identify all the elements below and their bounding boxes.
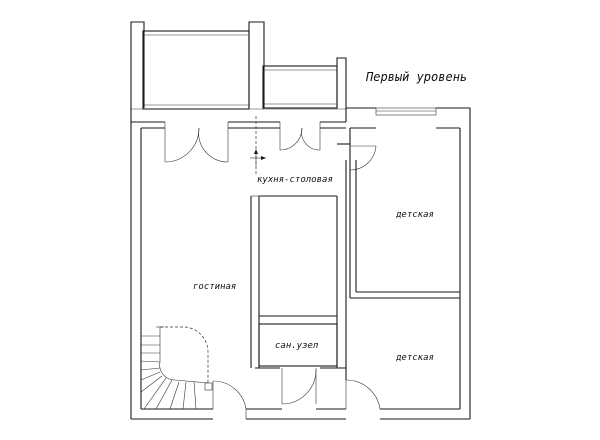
balcony-door-right <box>279 127 321 151</box>
outer-walls <box>130 107 471 420</box>
entrance-door <box>212 380 247 419</box>
balcony-door-left <box>164 127 229 163</box>
plan-title: Первый уровень <box>365 70 467 84</box>
room-label-living: гостиная <box>193 282 236 292</box>
balcony-right <box>262 57 347 110</box>
room-label-child1: детская <box>395 210 434 220</box>
balcony-left <box>130 21 265 122</box>
bedroom-door-bottom <box>345 379 381 410</box>
room-label-child2: детская <box>395 353 434 363</box>
bath-door <box>281 368 317 405</box>
staircase <box>140 326 213 410</box>
interior-walls <box>250 128 460 380</box>
room-label-kitchen: кухня-столовая <box>257 175 333 185</box>
axis-marker <box>250 116 266 176</box>
bedroom-door-top <box>349 145 377 171</box>
room-label-bath: сан.узел <box>275 341 319 351</box>
